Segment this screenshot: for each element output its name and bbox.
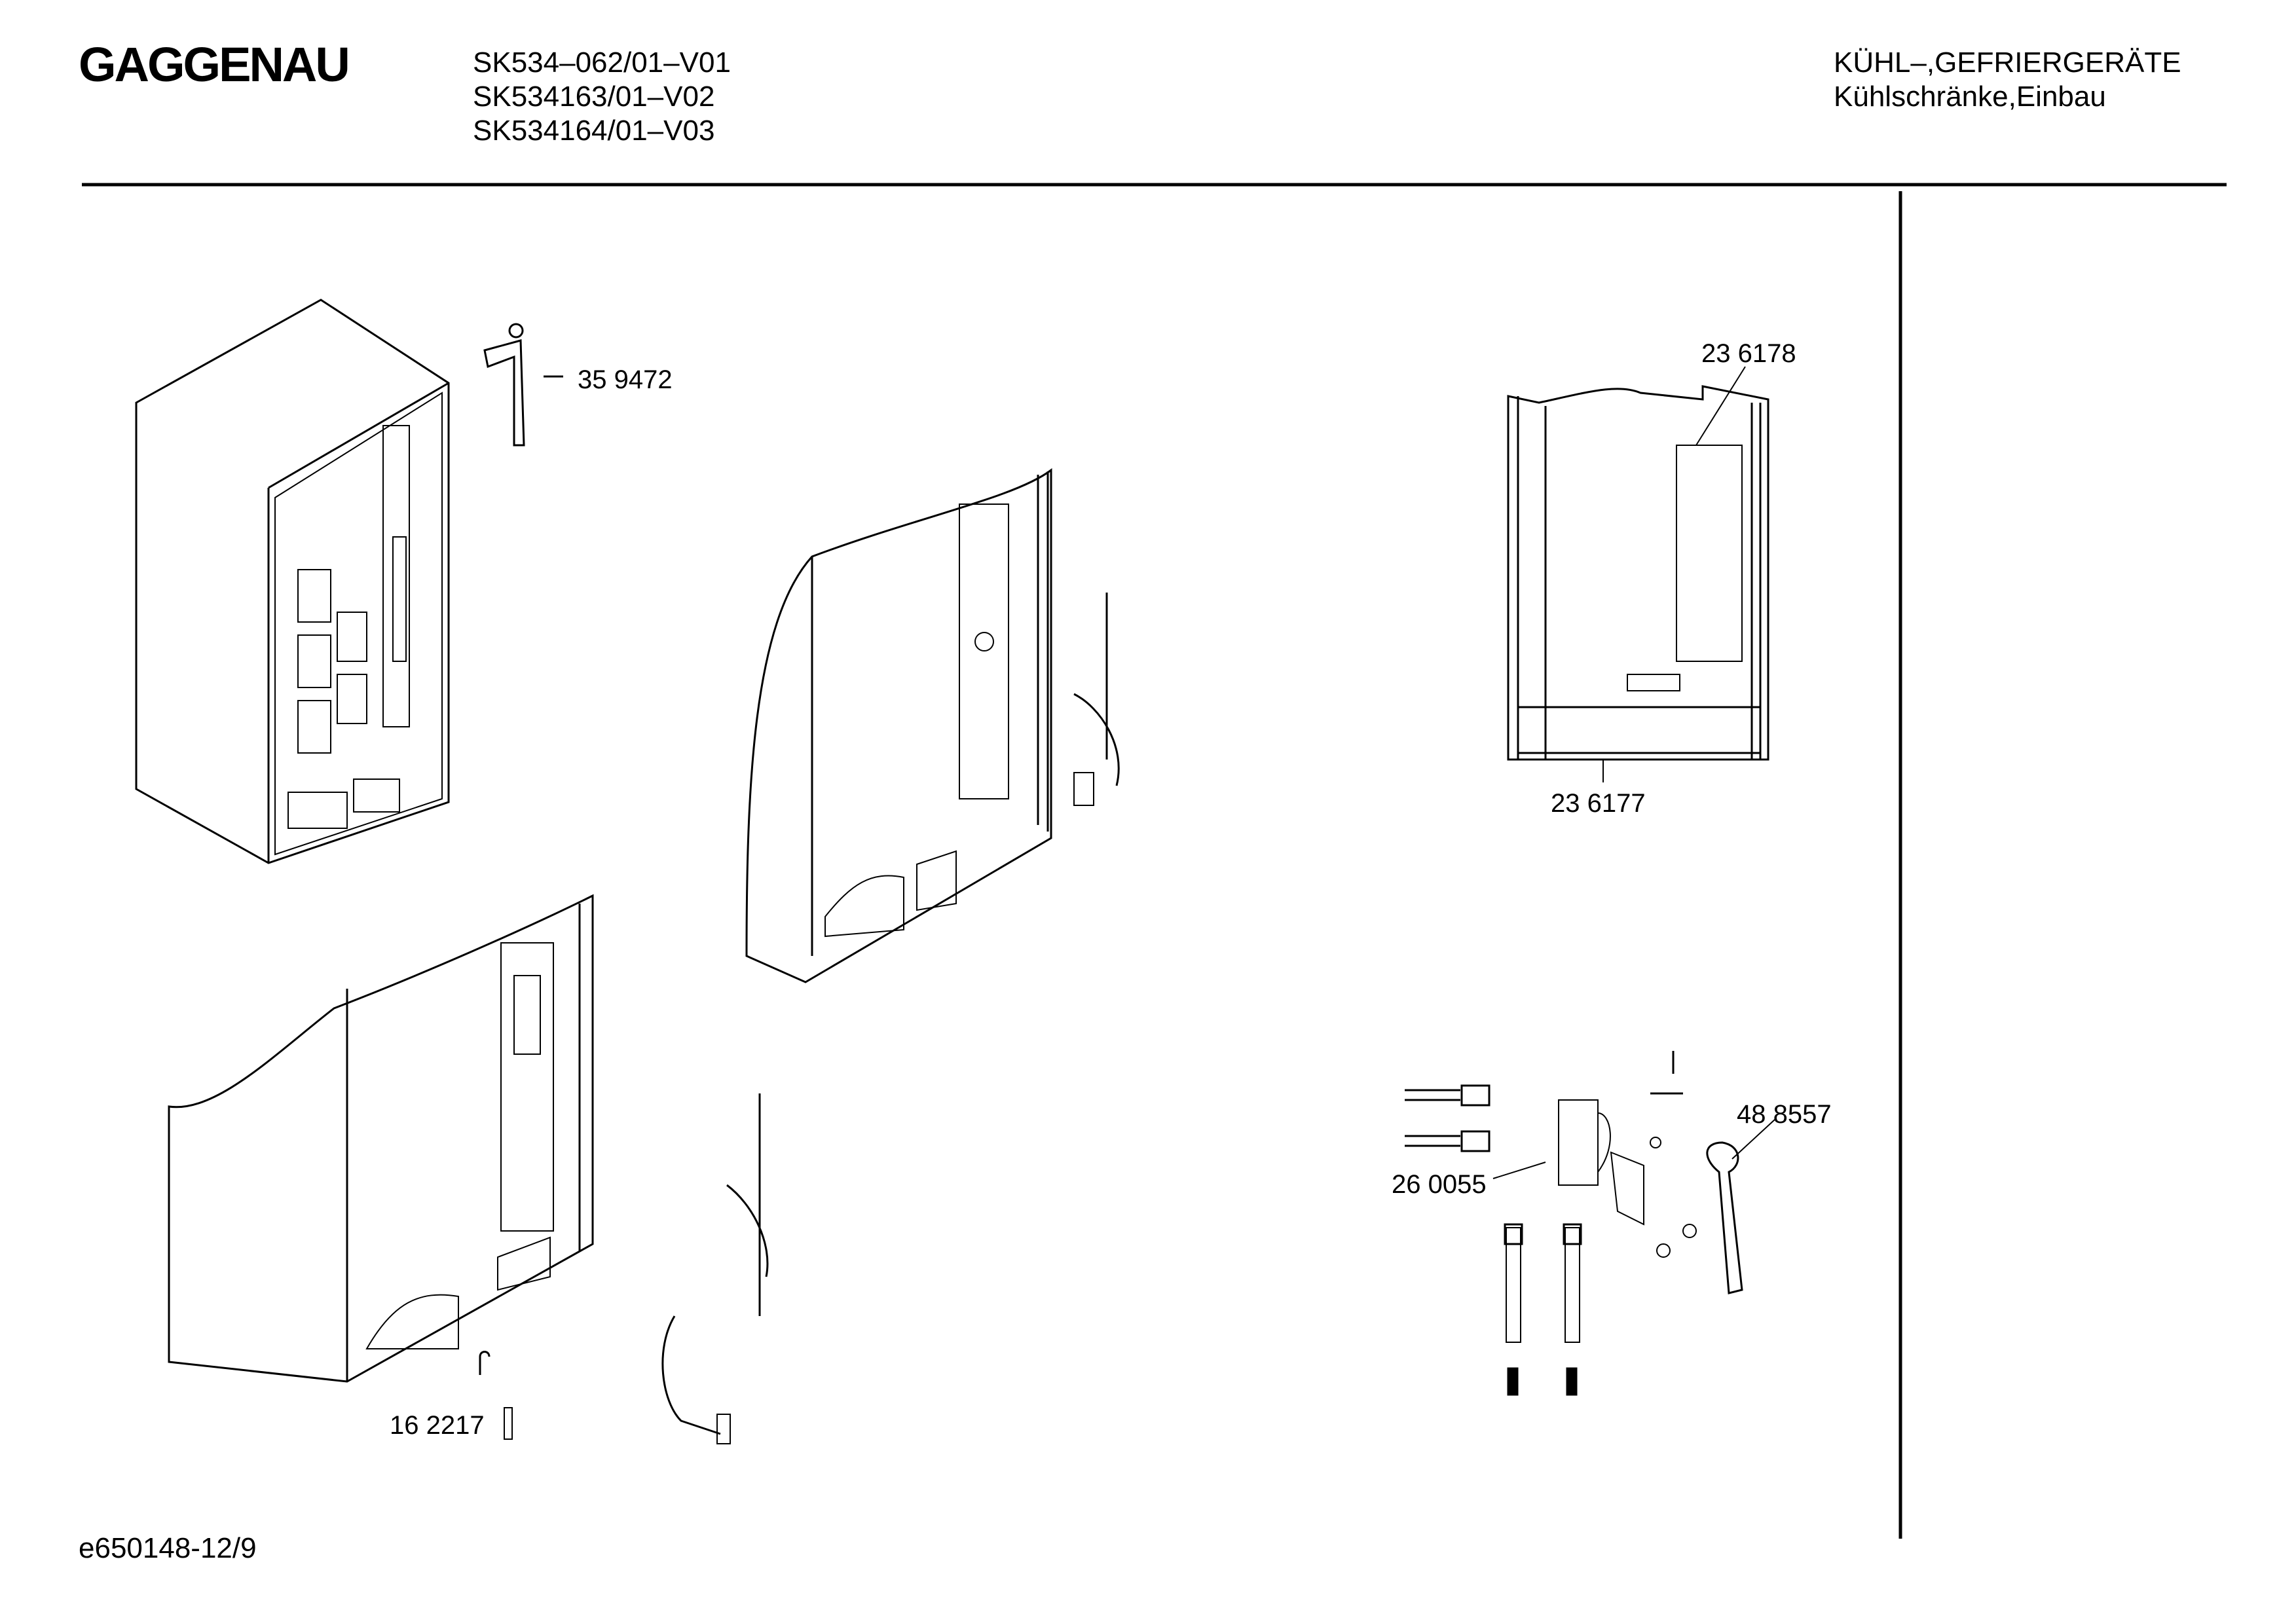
interior-panel-view — [1507, 385, 1769, 761]
part-label: 23 6178 — [1701, 339, 1796, 368]
part-label: 48 8557 — [1737, 1100, 1832, 1129]
water-valve-assembly — [1405, 1051, 1743, 1396]
model-number: SK534164/01–V03 — [473, 115, 715, 147]
part-label: 26 0055 — [1392, 1170, 1487, 1199]
model-list: SK534–062/01–V01 SK534163/01–V02 SK53416… — [473, 46, 731, 148]
model-number: SK534–062/01–V01 — [473, 46, 731, 79]
category-subtitle: Kühlschränke,Einbau — [1834, 81, 2106, 113]
model-number: SK534163/01–V02 — [473, 81, 715, 113]
part-label: 35 9472 — [578, 365, 673, 394]
brand-logo: GAGGENAU — [79, 37, 350, 92]
leader-26-0055 — [1492, 1162, 1546, 1179]
drawing-reference: e650148-12/9 — [79, 1532, 257, 1564]
category-title: KÜHL–,GEFRIERGERÄTE — [1834, 46, 2181, 79]
cabinet-cut-view-lower — [168, 894, 769, 1444]
part-35-9472 — [483, 323, 563, 447]
cabinet-cut-view-middle — [745, 467, 1120, 983]
part-label: 16 2217 — [390, 1411, 485, 1440]
part-label: 23 6177 — [1551, 789, 1646, 818]
cabinet-rear-view — [135, 299, 450, 864]
category: KÜHL–,GEFRIERGERÄTE Kühlschränke,Einbau — [1834, 46, 2181, 114]
leader-48-8557 — [1731, 1119, 1775, 1160]
leader-23-6178 — [1695, 366, 1746, 446]
